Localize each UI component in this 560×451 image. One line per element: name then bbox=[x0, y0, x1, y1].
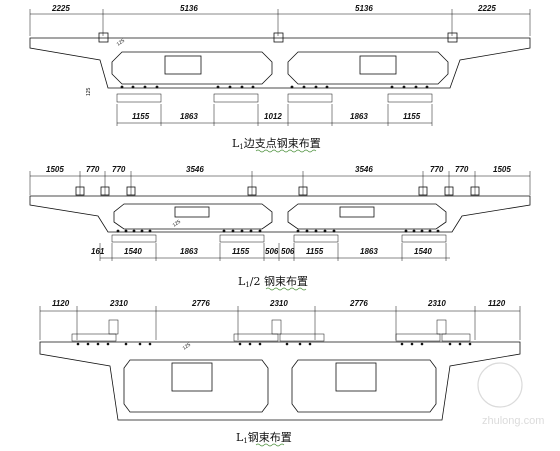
s1-bottom-dim-2: 1863 bbox=[180, 112, 198, 121]
s1-girder-outline bbox=[29, 37, 531, 89]
s2-bottom-dim-4: 1155 bbox=[232, 247, 250, 256]
watermark-text: zhulong.com bbox=[482, 415, 544, 427]
s1-right-void bbox=[287, 51, 449, 85]
s1-top-dim-1: 2225 bbox=[51, 4, 70, 13]
s2-top-dim-1: 1505 bbox=[46, 165, 64, 174]
s3-right-void bbox=[291, 359, 437, 413]
s3-caption-underline bbox=[255, 443, 285, 447]
s1-top-dim-3: 5136 bbox=[355, 4, 373, 13]
s3-left-void-panel bbox=[171, 362, 213, 392]
s2-top-dim-7: 770 bbox=[455, 165, 469, 174]
s1-top-tendon-right bbox=[447, 32, 458, 43]
s3-left-void bbox=[123, 359, 269, 413]
s1-caption: L1边支点钢束布置 bbox=[232, 137, 321, 151]
s2-bottom-dim-9: 1540 bbox=[414, 247, 432, 256]
s3-width-note: 125 bbox=[182, 342, 192, 352]
s3-top-dim-4: 2310 bbox=[269, 299, 288, 308]
s2-girder-outline bbox=[29, 195, 531, 233]
s1-width-note: 125 bbox=[116, 38, 126, 48]
s1-bottom-dim-4: 1863 bbox=[350, 112, 368, 121]
s2-caption-underline bbox=[265, 287, 307, 291]
s2-bottom-dim-6: 506 bbox=[281, 247, 295, 256]
s3-tendon-dots bbox=[76, 342, 472, 346]
s3-top-dim-2: 2310 bbox=[109, 299, 128, 308]
s1-top-dim-2: 5136 bbox=[180, 4, 198, 13]
s2-bottom-dim-2: 1540 bbox=[124, 247, 142, 256]
s2-bottom-dim-5: 506 bbox=[265, 247, 279, 256]
s2-top-dim-2: 770 bbox=[86, 165, 100, 174]
s3-right-void-panel bbox=[335, 362, 377, 392]
s1-bottom-dim-5: 1155 bbox=[403, 112, 421, 121]
s1-bottom-dim-3: 1012 bbox=[264, 112, 282, 121]
s3-girder-outline bbox=[39, 341, 521, 421]
section-2-midspan-tendons: 1505 770 770 3546 3546 770 770 1505 125 bbox=[29, 165, 531, 291]
s1-left-void-panel bbox=[164, 55, 202, 75]
s2-bottom-dim-8: 1863 bbox=[360, 247, 378, 256]
s3-top-dim-7: 1120 bbox=[488, 299, 506, 308]
s1-top-dim-4: 2225 bbox=[477, 4, 496, 13]
s2-top-dim-3: 770 bbox=[112, 165, 126, 174]
s2-top-dim-8: 1505 bbox=[493, 165, 511, 174]
s2-bottom-dim-3: 1863 bbox=[180, 247, 198, 256]
s1-caption-underline bbox=[255, 149, 317, 153]
s2-left-void bbox=[113, 203, 273, 230]
s3-caption: L1钢束布置 bbox=[236, 431, 292, 445]
s3-top-dim-3: 2776 bbox=[191, 299, 210, 308]
s1-bottom-tendon-dots bbox=[120, 85, 429, 89]
s3-top-dim-1: 1120 bbox=[52, 299, 70, 308]
s1-height-note: 125 bbox=[86, 87, 92, 96]
s1-left-void bbox=[111, 51, 273, 85]
s2-bottom-tendon-boxes bbox=[111, 234, 447, 243]
s2-top-dim-5: 3546 bbox=[355, 165, 373, 174]
section-1-support-tendons: 2225 5136 5136 2225 125 125 bbox=[29, 4, 531, 153]
watermark: zhulong.com bbox=[477, 362, 544, 427]
s2-right-void-panel bbox=[339, 206, 375, 218]
s3-top-tendon-boxes bbox=[71, 319, 471, 342]
s2-top-dim-6: 770 bbox=[430, 165, 444, 174]
s1-top-tendon-center bbox=[273, 32, 284, 43]
s2-top-dim-4: 3546 bbox=[186, 165, 204, 174]
s2-left-void-panel bbox=[174, 206, 210, 218]
s2-caption: L1/2 钢束布置 bbox=[238, 275, 308, 289]
s1-bottom-dim-1: 1155 bbox=[132, 112, 150, 121]
section-3-span-tendons: 1120 2310 2776 2310 2776 2310 1120 125 L… bbox=[39, 299, 521, 447]
s2-bottom-tendon-dots bbox=[116, 229, 440, 233]
s2-right-void bbox=[287, 203, 447, 230]
s1-right-void-panel bbox=[359, 55, 397, 75]
s1-bottom-tendon-boxes bbox=[116, 93, 433, 103]
s1-top-tendon-left bbox=[98, 32, 109, 43]
s3-top-dim-6: 2310 bbox=[427, 299, 446, 308]
watermark-logo-icon bbox=[477, 362, 523, 408]
s2-bottom-dim-7: 1155 bbox=[306, 247, 324, 256]
s2-bottom-dim-1: 161 bbox=[91, 247, 105, 256]
s3-top-dim-5: 2776 bbox=[349, 299, 368, 308]
s2-width-note: 125 bbox=[172, 219, 182, 229]
s2-top-tendon-boxes bbox=[75, 186, 480, 196]
